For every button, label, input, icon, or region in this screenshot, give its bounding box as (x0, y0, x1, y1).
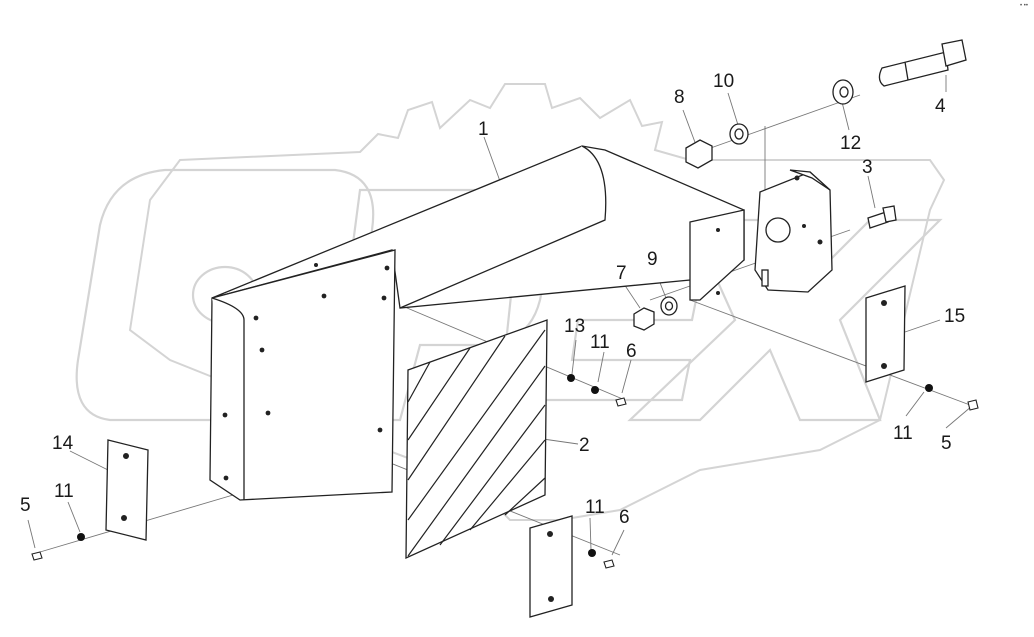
callout-8: 8 (674, 87, 685, 108)
callout-14: 14 (52, 433, 74, 454)
corner-mark: • •• (1020, 3, 1028, 9)
callout-9: 9 (647, 249, 658, 270)
screws (31, 397, 979, 569)
callout-4: 4 (935, 96, 946, 117)
callout-7: 7 (616, 263, 627, 284)
part-8-nut (685, 139, 713, 169)
fasteners (77, 374, 933, 557)
part-9-washer (660, 296, 678, 316)
callout-2: 2 (579, 435, 590, 456)
callout-13: 13 (564, 316, 586, 337)
callout-11-right: 11 (893, 423, 913, 444)
callout-5-left: 5 (20, 495, 31, 516)
part-1-holes (222, 228, 720, 481)
part-bracket (754, 169, 833, 293)
callout-11-top: 11 (590, 332, 610, 353)
bottom-plate (529, 515, 573, 618)
part-3-bolt (867, 205, 897, 229)
callout-6-top: 6 (626, 341, 637, 362)
callout-1: 1 (478, 119, 489, 140)
callout-11-bottom: 11 (585, 497, 605, 518)
part-10-washer (729, 123, 749, 145)
callout-10: 10 (713, 71, 735, 92)
callout-6-bottom: 6 (619, 507, 630, 528)
callout-11-left: 11 (54, 481, 74, 502)
part-15-plate (865, 285, 906, 383)
callout-12: 12 (840, 133, 862, 154)
part-12-washer (832, 79, 854, 105)
part-4-bolt (878, 39, 967, 87)
part-2-hatched-plate (405, 319, 548, 560)
part-7-nut (633, 307, 655, 331)
callout-3: 3 (862, 157, 873, 178)
part-14-plate (105, 439, 149, 541)
callout-5-right: 5 (941, 433, 952, 454)
callout-15: 15 (944, 306, 966, 327)
part-1-beam (209, 145, 745, 501)
